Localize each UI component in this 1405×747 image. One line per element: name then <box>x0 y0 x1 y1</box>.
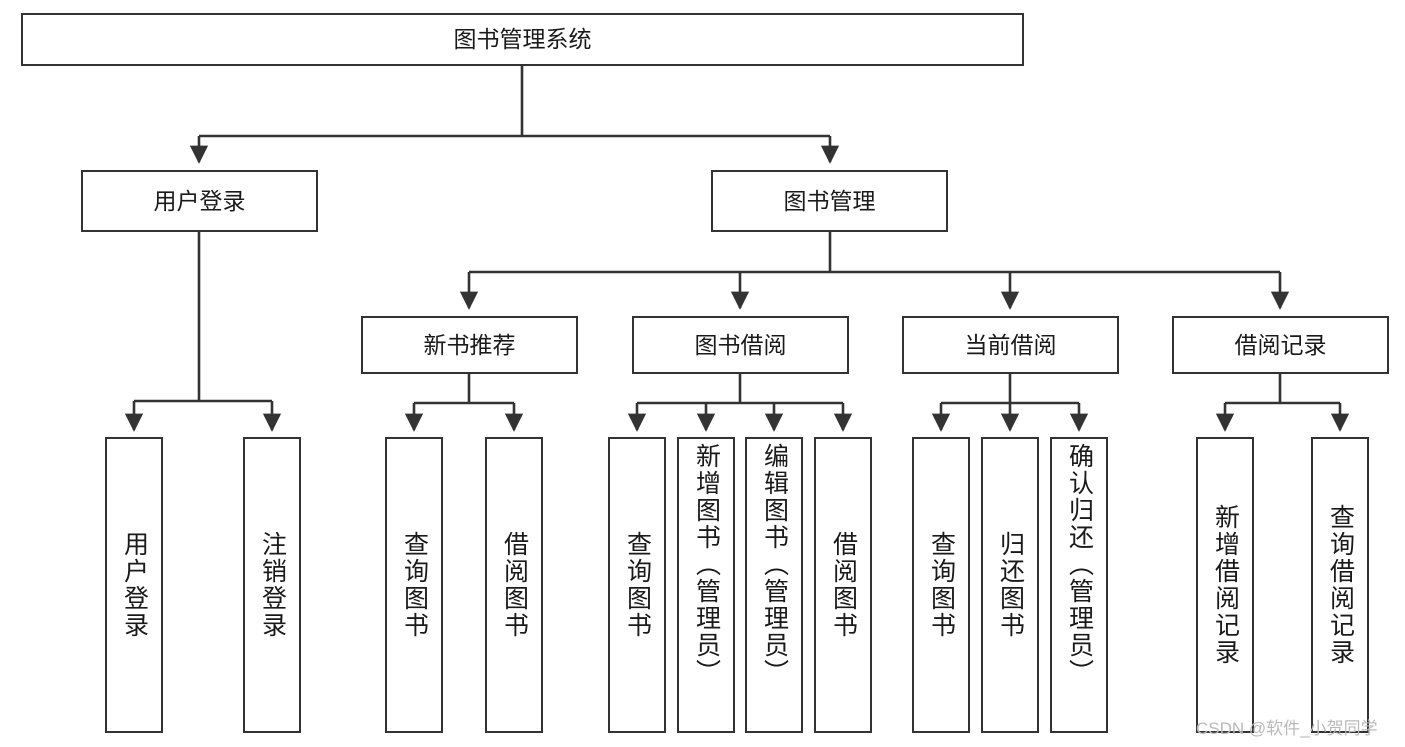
leaf-borrow-edit-book-admin[interactable]: 编辑图书（管理员） <box>745 437 803 733</box>
node-label: 确认归还（管理员） <box>1065 443 1094 686</box>
node-label: 借阅记录 <box>1234 331 1327 358</box>
leaf-recommend-query-book[interactable]: 查询图书 <box>385 437 443 733</box>
leaf-user-login-login[interactable]: 用户登录 <box>105 437 163 733</box>
node-book-borrow[interactable]: 图书借阅 <box>632 316 849 374</box>
leaf-borrow-add-book-admin[interactable]: 新增图书（管理员） <box>677 437 735 733</box>
node-current-borrow[interactable]: 当前借阅 <box>902 316 1119 374</box>
leaf-borrow-query-book[interactable]: 查询图书 <box>608 437 666 733</box>
node-label: 新增图书（管理员） <box>692 443 721 686</box>
node-label: 查询图书 <box>927 531 956 639</box>
node-borrow-record[interactable]: 借阅记录 <box>1172 316 1389 374</box>
node-label: 借阅图书 <box>829 531 858 639</box>
node-label: 图书借阅 <box>694 331 787 358</box>
node-label: 图书管理 <box>783 187 876 214</box>
node-label: 注销登录 <box>258 531 287 639</box>
watermark-text: CSDN @软件_小贺同学 <box>1196 719 1378 738</box>
node-label: 归还图书 <box>996 531 1025 639</box>
node-book-management[interactable]: 图书管理 <box>711 170 948 232</box>
node-label: 用户登录 <box>153 187 246 214</box>
leaf-current-confirm-return-admin[interactable]: 确认归还（管理员） <box>1050 437 1108 733</box>
leaf-user-login-logout[interactable]: 注销登录 <box>243 437 301 733</box>
node-label: 当前借阅 <box>964 331 1057 358</box>
leaf-current-return-book[interactable]: 归还图书 <box>981 437 1039 733</box>
leaf-recommend-borrow-book[interactable]: 借阅图书 <box>485 437 543 733</box>
node-label: 借阅图书 <box>500 531 529 639</box>
leaf-borrow-borrow-book[interactable]: 借阅图书 <box>814 437 872 733</box>
node-new-book-recommend[interactable]: 新书推荐 <box>361 316 578 374</box>
node-user-login[interactable]: 用户登录 <box>81 170 318 232</box>
leaf-record-add-record[interactable]: 新增借阅记录 <box>1196 437 1254 733</box>
node-label: 查询图书 <box>400 531 429 639</box>
node-label: 图书管理系统 <box>453 26 592 53</box>
node-label: 查询借阅记录 <box>1326 504 1355 666</box>
node-label: 新书推荐 <box>423 331 516 358</box>
leaf-record-query-record[interactable]: 查询借阅记录 <box>1311 437 1369 733</box>
node-label: 查询图书 <box>623 531 652 639</box>
node-label: 新增借阅记录 <box>1211 504 1240 666</box>
leaf-current-query-book[interactable]: 查询图书 <box>912 437 970 733</box>
node-label: 用户登录 <box>120 531 149 639</box>
node-label: 编辑图书（管理员） <box>760 443 789 686</box>
node-root-system[interactable]: 图书管理系统 <box>21 13 1024 66</box>
